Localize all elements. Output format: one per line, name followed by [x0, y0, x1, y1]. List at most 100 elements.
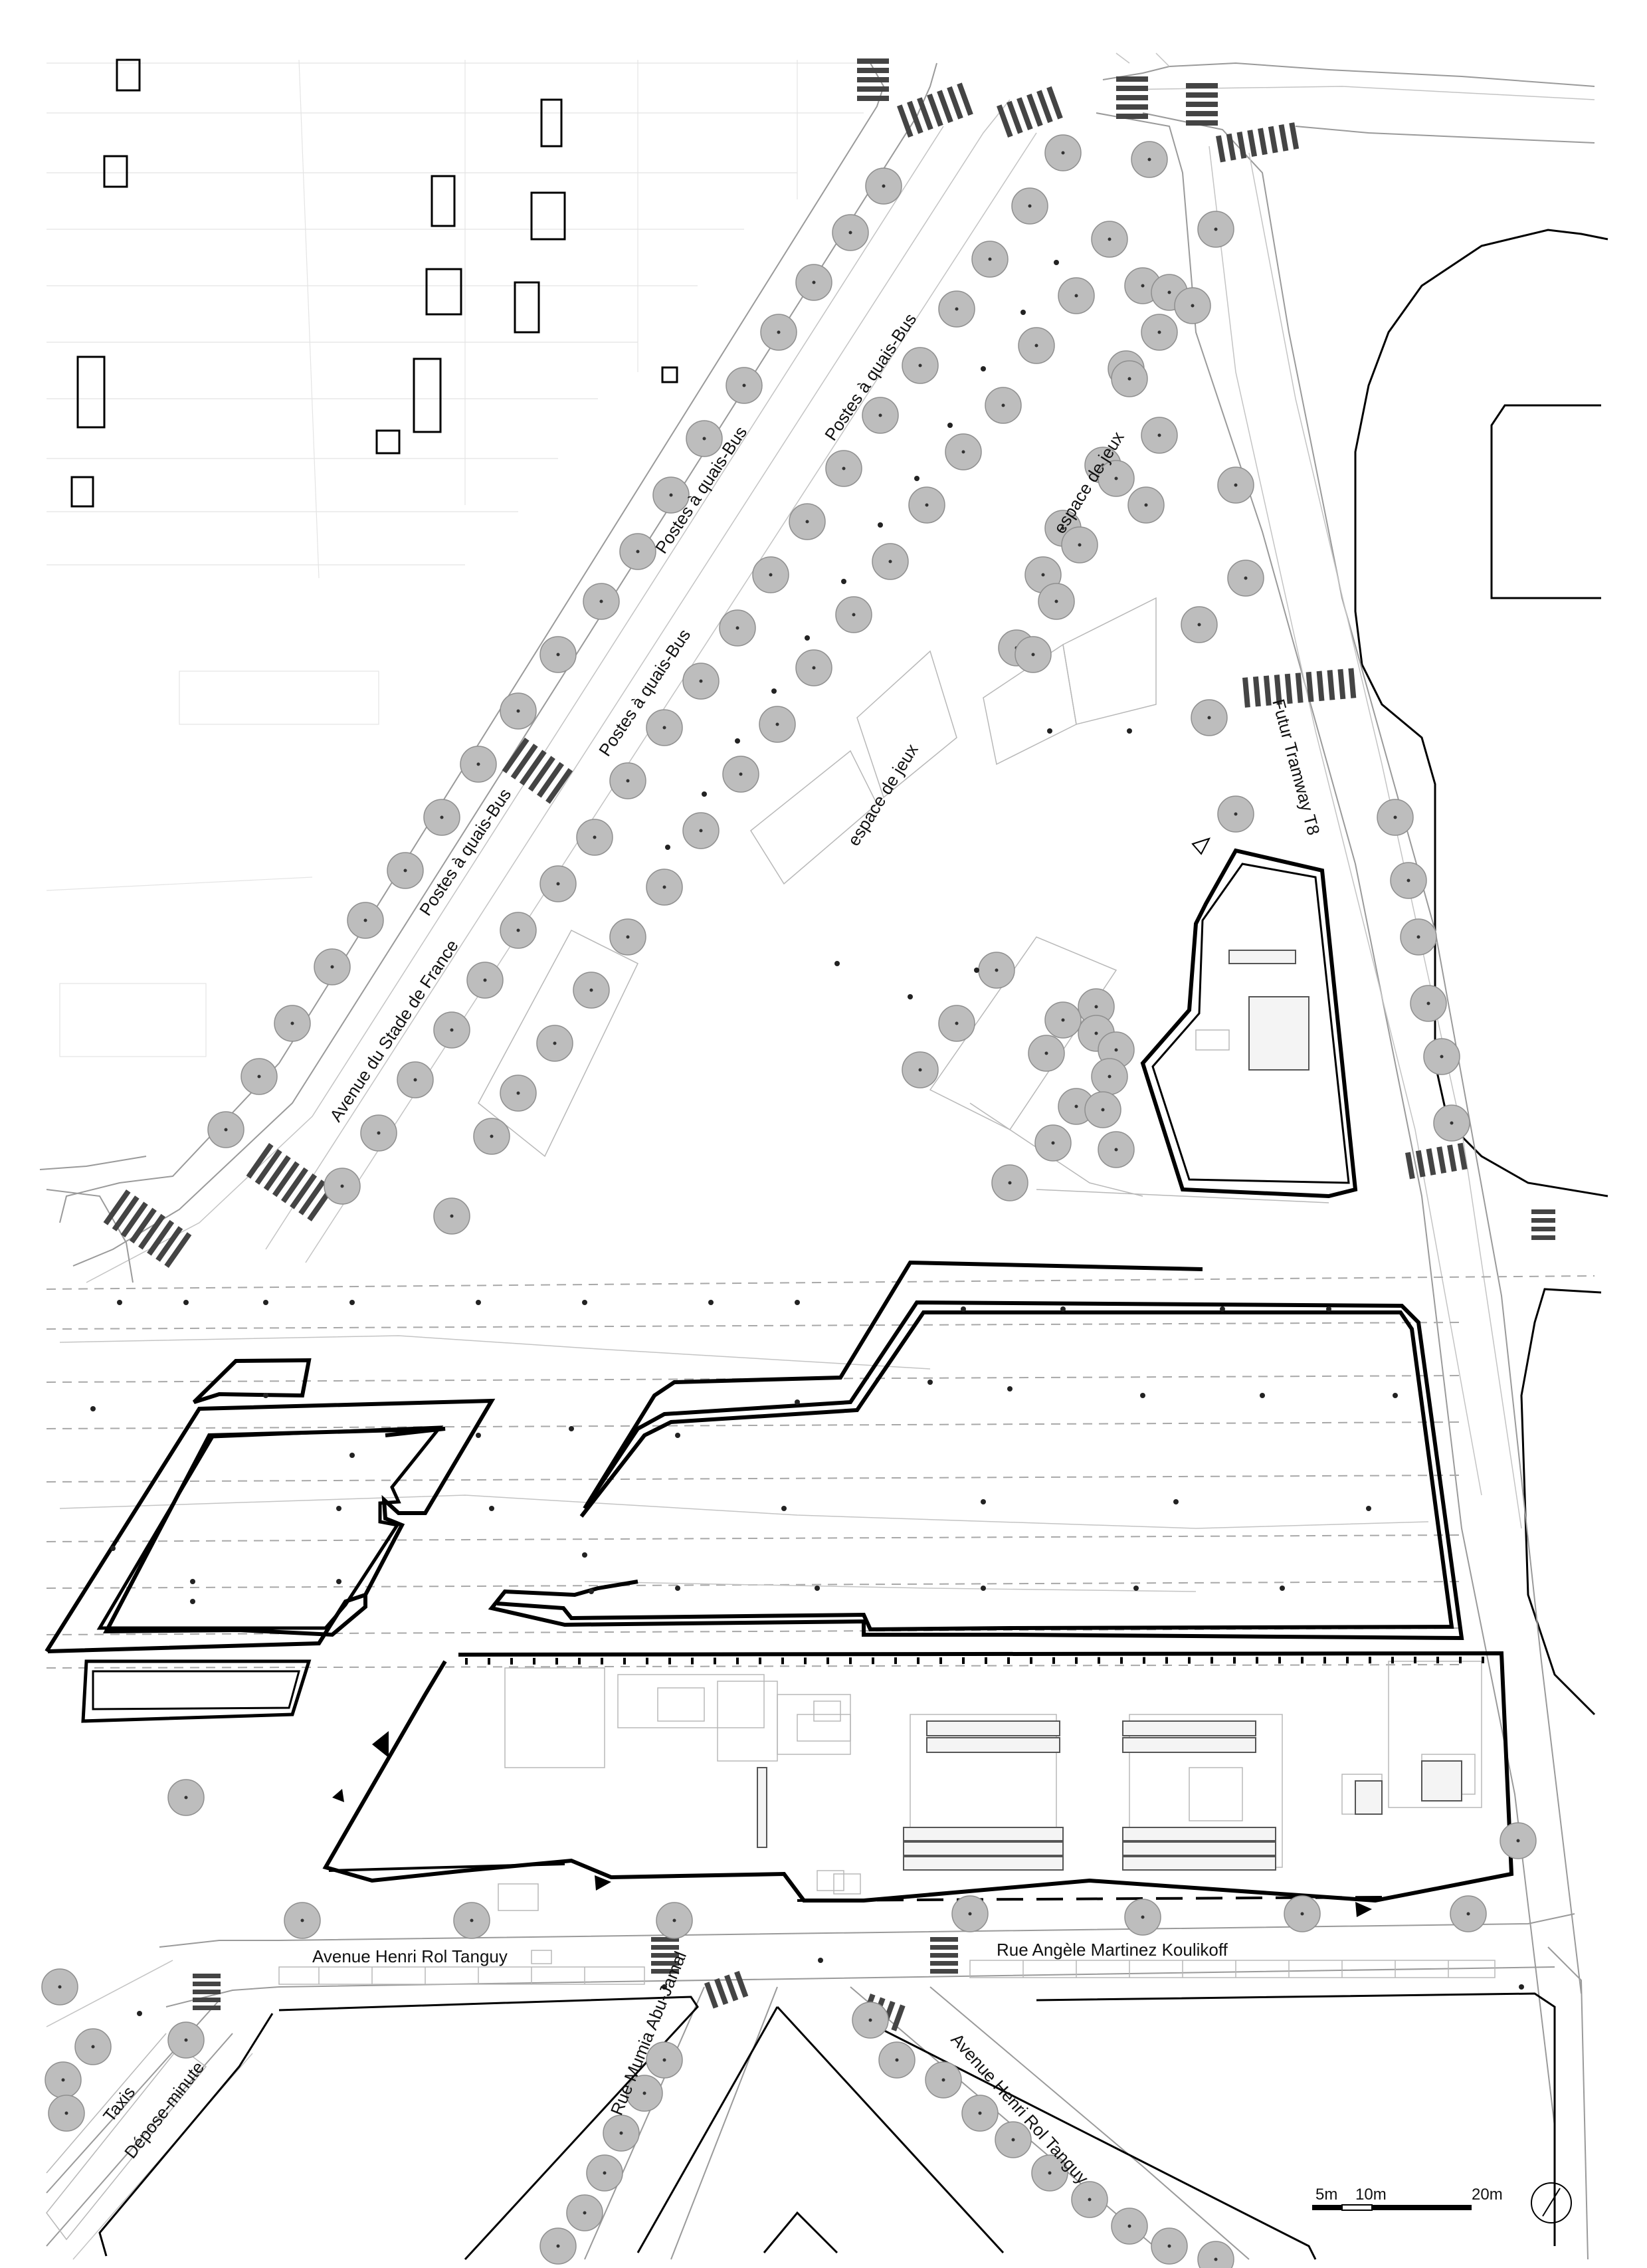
crosswalk — [1242, 668, 1357, 708]
tree-trunk — [1127, 2224, 1131, 2228]
tree-trunk — [1234, 483, 1238, 487]
lamp-dot — [675, 1433, 680, 1438]
tree-trunk — [995, 968, 999, 972]
tree-trunk — [516, 1091, 520, 1095]
tree-trunk — [1108, 237, 1112, 241]
lamp-dot — [981, 366, 986, 371]
lamp-dot — [795, 1300, 800, 1305]
scale-label-10m: 10m — [1355, 2186, 1387, 2204]
lamp-dot — [665, 845, 670, 850]
lamp-dot — [1127, 728, 1132, 734]
tree-trunk — [64, 2111, 68, 2115]
tree-trunk — [413, 1078, 417, 1082]
lamp-dot — [582, 1552, 587, 1558]
lamp-dot — [702, 791, 707, 797]
tree-trunk — [516, 709, 520, 713]
crosswalk — [704, 1970, 749, 2009]
lamp-dot — [1054, 260, 1059, 265]
tree-trunk — [777, 330, 781, 334]
escalator — [1122, 1841, 1276, 1856]
escalator — [903, 1827, 1064, 1841]
lamp-dot — [1020, 310, 1026, 315]
tree-trunk — [1214, 227, 1218, 231]
lamp-dot — [815, 1586, 820, 1591]
lamp-dot — [981, 1586, 986, 1591]
lamp-dot — [110, 1546, 116, 1551]
tree-trunk — [812, 280, 816, 284]
lamp-dot — [349, 1300, 355, 1305]
crosswalk — [193, 1974, 221, 2010]
tree-trunk — [1034, 344, 1038, 348]
tree-trunk — [1094, 1031, 1098, 1035]
tree-trunk — [735, 626, 739, 630]
tree-trunk — [1127, 377, 1131, 381]
lamp-dot — [1519, 1984, 1524, 1990]
lamp-dot — [908, 994, 913, 999]
tree-trunk — [742, 383, 746, 387]
stairs — [1248, 996, 1309, 1071]
street-blocks — [98, 1992, 1556, 2261]
lamp-dot — [349, 1453, 355, 1458]
tree-trunk — [1041, 573, 1045, 577]
lamp-dot — [336, 1506, 341, 1511]
tree-trunk — [257, 1075, 261, 1079]
tree-trunk — [805, 520, 809, 524]
tree-trunk — [878, 413, 882, 417]
tree-trunk — [450, 1028, 454, 1032]
tree-trunk — [330, 965, 334, 969]
entrance-triangle-icon — [595, 1875, 611, 1891]
crosswalk — [1531, 1209, 1555, 1240]
tree-trunk — [516, 928, 520, 932]
tree-trunk — [895, 2058, 899, 2062]
lamp-dot — [841, 579, 846, 584]
lamp-dot — [183, 1300, 189, 1305]
lamp-dot — [489, 1506, 494, 1511]
tree-trunk — [842, 466, 846, 470]
lamp-dot — [974, 968, 979, 973]
scale-bar: 5m 10m 20m — [1312, 2186, 1503, 2211]
lamp-dot — [1007, 1386, 1013, 1392]
lamp-dot — [1366, 1506, 1371, 1511]
tree-trunk — [1114, 476, 1118, 480]
tree-trunk — [1157, 433, 1161, 437]
tree-trunk — [403, 869, 407, 873]
tree-trunk — [1141, 284, 1145, 288]
crosswalk — [1186, 83, 1218, 126]
entrance-markers — [332, 837, 1372, 1917]
tree-trunk — [1147, 157, 1151, 161]
label-depose-minute: Dépose-minute — [120, 2057, 208, 2162]
tree-trunk — [1440, 1055, 1444, 1059]
escalator — [926, 1737, 1060, 1753]
label-avenue-henri-rol-tanguy: Avenue Henri Rol Tanguy — [312, 1946, 508, 1966]
lamp-dot — [675, 1586, 680, 1591]
tree-trunk — [91, 2045, 95, 2049]
lamp-dot — [1047, 728, 1052, 734]
stairs — [1228, 950, 1296, 964]
tree-trunk — [1011, 2138, 1015, 2142]
tree-trunk — [1167, 2244, 1171, 2248]
tree-trunk — [1141, 1915, 1145, 1919]
lamp-dot — [117, 1300, 122, 1305]
crosswalk — [1216, 122, 1300, 163]
lamp-dot — [735, 738, 740, 744]
escalator — [903, 1856, 1064, 1871]
escalator — [926, 1720, 1060, 1736]
tree-trunk — [483, 978, 487, 982]
hall-interior — [328, 950, 1502, 1911]
lamp-dot — [818, 1958, 823, 1963]
tree-trunk — [626, 935, 630, 939]
rail-tracks — [46, 1275, 1595, 1669]
stairs — [757, 1767, 767, 1848]
lamp-dot — [781, 1506, 787, 1511]
compass-icon — [1531, 2182, 1572, 2223]
tree-trunk — [1406, 878, 1410, 882]
tree-trunk — [1094, 1005, 1098, 1009]
label-play-area-2: espace de jeux — [844, 740, 922, 849]
tree-trunk — [739, 772, 743, 776]
lamp-dot — [795, 1399, 800, 1405]
tree-trunk — [1044, 1051, 1048, 1055]
stadium — [1354, 229, 1608, 1716]
tree-trunk — [868, 2018, 872, 2022]
tree-trunk — [1197, 623, 1201, 627]
crosswalk — [651, 1937, 679, 1974]
